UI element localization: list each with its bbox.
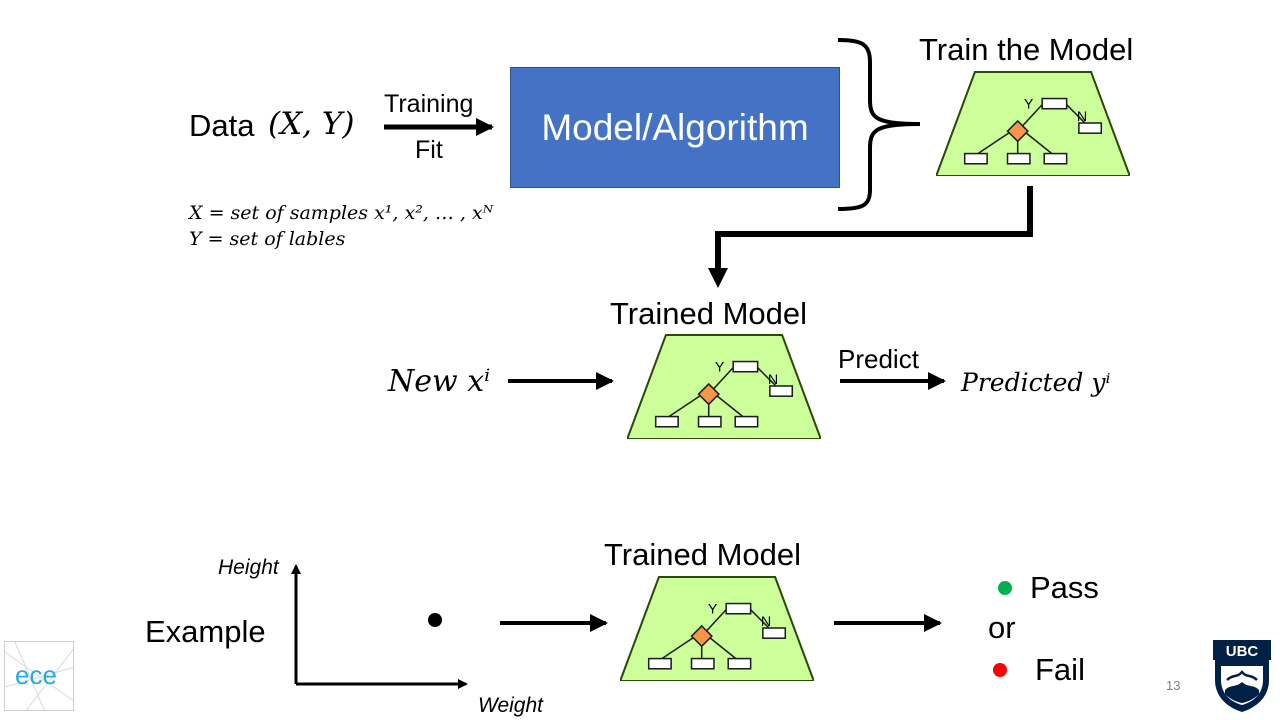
tree-yes-label: Y xyxy=(715,360,725,376)
tree-no-label: N xyxy=(761,614,771,630)
training-label: Training xyxy=(384,90,474,118)
tree-yes-label: Y xyxy=(708,602,718,618)
x-definition: X = set of samples x¹, x², … , xᴺ xyxy=(189,202,494,224)
elbow-arrow xyxy=(715,186,1033,272)
weight-axis-label: Weight xyxy=(478,694,543,717)
y-definition: Y = set of lables xyxy=(189,228,346,250)
page-number: 13 xyxy=(1166,678,1181,693)
pass-dot xyxy=(998,581,1012,595)
predicted-y-label: Predicted yⁱ xyxy=(961,368,1111,397)
curly-brace xyxy=(837,38,921,211)
predict-label: Predict xyxy=(838,344,919,374)
data-label: Data xyxy=(189,108,255,143)
sample-point xyxy=(428,613,442,627)
ece-logo: ece xyxy=(4,641,74,711)
ece-logo-lines xyxy=(5,642,73,710)
tree-no-label: N xyxy=(768,372,778,388)
decision-tree-icon-top: Y N xyxy=(936,71,1130,176)
example-label: Example xyxy=(145,614,266,649)
tree-yes-label: Y xyxy=(1024,97,1034,113)
train-the-model-label: Train the Model xyxy=(919,32,1134,67)
ubc-logo-text: UBC xyxy=(1226,643,1259,660)
fail-label: Fail xyxy=(1035,652,1085,687)
tree-no-label: N xyxy=(1077,109,1087,125)
or-label: or xyxy=(988,610,1016,645)
model-algorithm-box: Model/Algorithm xyxy=(510,67,840,188)
model-algorithm-label: Model/Algorithm xyxy=(541,106,809,148)
decision-tree-icon-middle: Y N xyxy=(627,334,821,439)
new-x-label: New xⁱ xyxy=(388,364,491,399)
pass-label: Pass xyxy=(1030,570,1099,605)
decision-tree-icon-bottom: Y N xyxy=(620,576,814,681)
elbow-arrow-head xyxy=(708,268,728,288)
ubc-logo: UBC xyxy=(1213,640,1271,712)
fit-label: Fit xyxy=(415,136,443,164)
height-axis-label: Height xyxy=(218,556,279,579)
trained-model-label-1: Trained Model xyxy=(610,296,808,331)
fail-dot xyxy=(993,663,1007,677)
trained-model-label-2: Trained Model xyxy=(604,537,802,572)
ece-logo-text: ece xyxy=(15,660,57,690)
data-xy-label: (X, Y) xyxy=(268,106,355,142)
